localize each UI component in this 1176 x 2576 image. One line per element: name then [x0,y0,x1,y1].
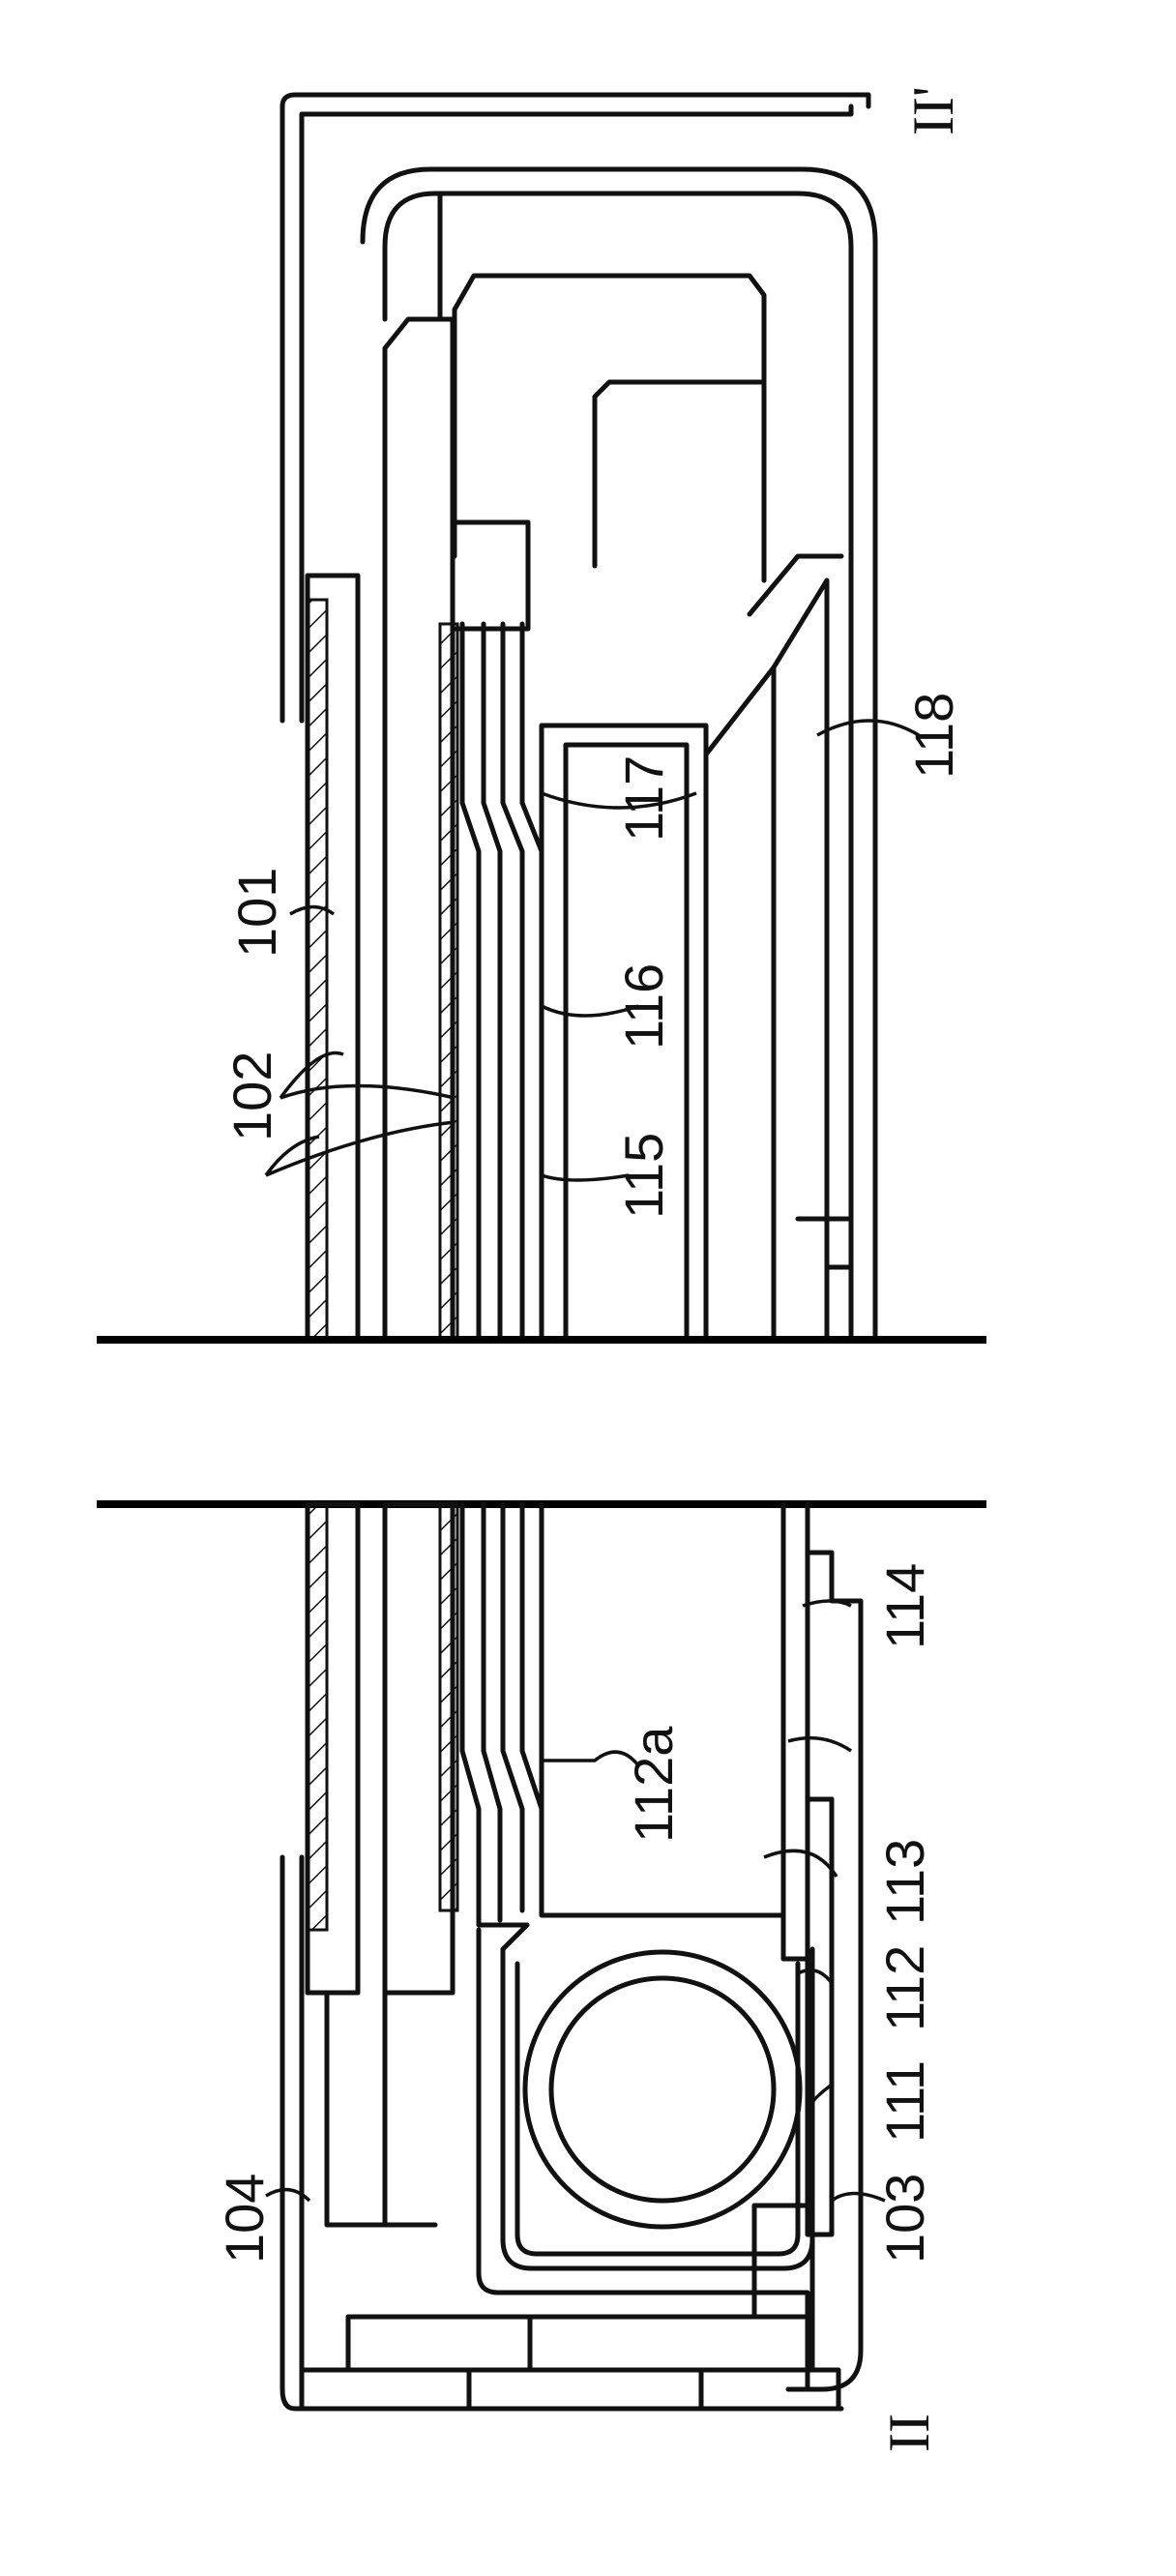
leader-lines [266,721,919,2201]
label-101: 101 [226,868,287,958]
end-frame-outer [302,2370,838,2409]
top-section [282,95,875,1340]
optical-sheet-top-2 [484,624,500,1340]
inner-component [595,382,764,580]
label-116: 116 [613,963,674,1050]
lamp-tube [551,1978,774,2201]
label-117: 117 [613,755,674,842]
label-112a: 112a [623,1726,684,1843]
glass-hatch-inner [440,624,457,1340]
light-guide-bottom [542,1504,783,1915]
label-112: 112 [874,1945,935,2031]
bottom-section [282,1504,861,2409]
section-mark-end: II' [901,86,965,135]
label-102: 102 [221,1051,282,1141]
section-mark-start: II [877,2413,941,2452]
end-frame [348,2317,812,2370]
label-118: 118 [903,693,964,779]
spacer-block [453,522,528,629]
reflector-bottom [783,1504,808,1959]
glass-hatch-outer [308,600,327,1340]
chassis-outline-bottom [788,1504,861,2389]
label-104: 104 [214,2174,275,2264]
lamp-outer-ring [525,1952,800,2227]
optical-sheet-top [462,624,479,1340]
cover-outline-top [282,95,868,721]
label-113: 113 [874,1839,935,1925]
label-111: 111 [874,2060,935,2143]
bracket-part [455,276,764,580]
label-103: 103 [874,2174,935,2264]
label-115: 115 [613,1133,674,1219]
label-114: 114 [874,1563,935,1649]
